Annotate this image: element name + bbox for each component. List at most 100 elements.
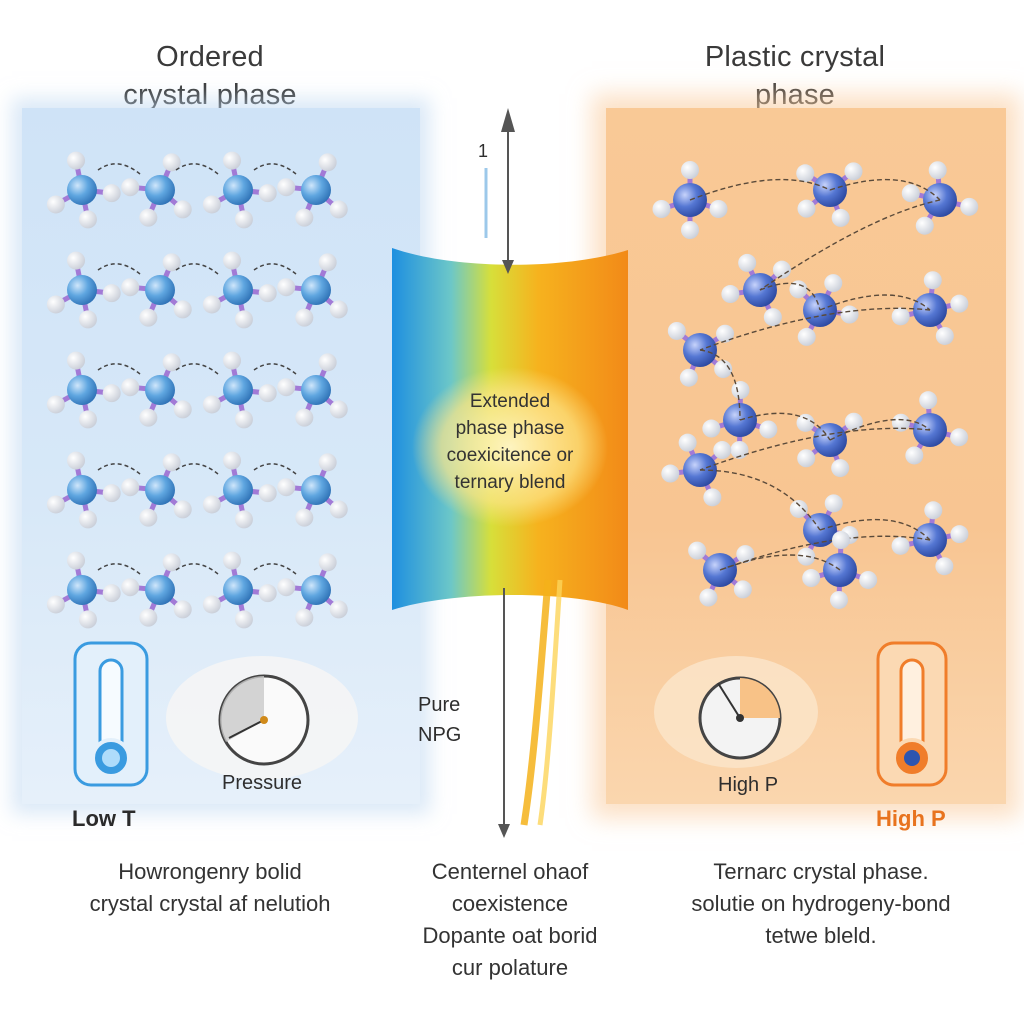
hydrogen-bond [689, 178, 831, 201]
molecule [46, 551, 121, 629]
plastic-molecule-network [652, 161, 979, 609]
hydrogen-bond [97, 163, 141, 175]
molecule [277, 553, 348, 627]
hydrogen-atom [738, 253, 757, 272]
core-atom [223, 575, 253, 605]
hydrogen-atom [102, 484, 121, 503]
ordered-title-line2: crystal phase [123, 79, 297, 111]
hydrogen-atom [901, 184, 920, 203]
hydrogen-atom [733, 580, 752, 599]
arrow-down-icon [498, 824, 510, 838]
hydrogen-atom [121, 278, 140, 297]
hydrogen-atom [46, 195, 65, 214]
core-atom [67, 375, 97, 405]
core-atom [223, 175, 253, 205]
hydrogen-atom [318, 553, 337, 572]
molecule [901, 161, 979, 235]
hydrogen-atom [295, 508, 314, 527]
hydrogen-bond [175, 263, 219, 275]
hydrogen-atom [789, 499, 808, 518]
low-t-label: Low T [72, 806, 136, 831]
hydrogen-bond [253, 563, 297, 575]
hydrogen-atom [162, 153, 181, 172]
hydrogen-atom [223, 451, 242, 470]
hydrogen-atom [173, 200, 192, 219]
hydrogen-bond [699, 469, 821, 531]
center-caption-line4: cur polature [451, 955, 569, 980]
hydrogen-atom [329, 500, 348, 519]
molecule [661, 433, 732, 507]
core-atom [301, 475, 331, 505]
hydrogen-atom [102, 584, 121, 603]
molecule [202, 251, 277, 329]
molecule [277, 253, 348, 327]
left-caption: Howrongenry bolid crystal crystal af nel… [30, 856, 390, 920]
hydrogen-atom [162, 353, 181, 372]
hydrogen-bond [829, 418, 931, 441]
hydrogen-atom [935, 326, 954, 345]
high-p-dial-label: High P [718, 774, 779, 796]
hydrogen-atom [831, 208, 850, 227]
hydrogen-atom [139, 608, 158, 627]
molecule [796, 162, 863, 227]
hydrogen-bond [739, 412, 831, 441]
hydrogen-bond [819, 294, 931, 311]
hydrogen-atom [714, 360, 733, 379]
right-caption-line2: solutie on hydrogeny-bond [691, 891, 951, 916]
hydrogen-atom [797, 199, 816, 218]
hydrogen-atom [277, 378, 296, 397]
hydrogen-atom [202, 495, 221, 514]
molecule [121, 553, 192, 627]
bubble-line4: ternary blend [454, 472, 566, 493]
hydrogen-atom [759, 420, 778, 439]
hydrogen-atom [679, 368, 698, 387]
hydrogen-atom [223, 251, 242, 270]
hydrogen-atom [102, 384, 121, 403]
hydrogen-atom [234, 210, 253, 229]
pure-line2: NPG [418, 724, 462, 746]
bubble-line3: coexicitence or [446, 445, 574, 466]
core-atom [223, 375, 253, 405]
hydrogen-atom [924, 501, 943, 520]
hydrogen-atom [173, 600, 192, 619]
hydrogen-atom [258, 484, 277, 503]
hydrogen-atom [844, 412, 863, 431]
hydrogen-atom [295, 608, 314, 627]
hydrogen-atom [905, 446, 924, 465]
hydrogen-atom [796, 413, 815, 432]
hydrogen-atom [258, 584, 277, 603]
hydrogen-bond [97, 463, 141, 475]
core-atom [67, 175, 97, 205]
hydrogen-atom [824, 494, 843, 513]
molecule [277, 153, 348, 227]
core-atom [823, 553, 857, 587]
streamer [537, 579, 563, 826]
hydrogen-atom [763, 308, 782, 327]
hydrogen-bond [175, 163, 219, 175]
hydrogen-atom [162, 553, 181, 572]
hydrogen-atom [78, 310, 97, 329]
hydrogen-bond [719, 554, 841, 571]
hydrogen-atom [915, 216, 934, 235]
arrow-up-icon [501, 108, 515, 132]
hydrogen-atom [891, 413, 910, 432]
hydrogen-bond [175, 563, 219, 575]
hydrogen-atom [736, 545, 755, 564]
hydrogen-atom [797, 327, 816, 346]
hydrogen-bond [253, 463, 297, 475]
core-atom [301, 575, 331, 605]
hydrogen-atom [295, 408, 314, 427]
molecule [277, 453, 348, 527]
hydrogen-atom [935, 557, 954, 576]
axis-tick-label: 1 [478, 141, 489, 161]
hydrogen-bond [97, 363, 141, 375]
hydrogen-atom [772, 260, 791, 279]
hydrogen-atom [173, 400, 192, 419]
hydrogen-atom [295, 308, 314, 327]
hydrogen-atom [223, 351, 242, 370]
hydrogen-atom [121, 478, 140, 497]
pressure-dial-high [654, 656, 818, 768]
hydrogen-atom [329, 600, 348, 619]
hydrogen-atom [721, 285, 740, 304]
pure-line1: Pure [418, 694, 461, 716]
